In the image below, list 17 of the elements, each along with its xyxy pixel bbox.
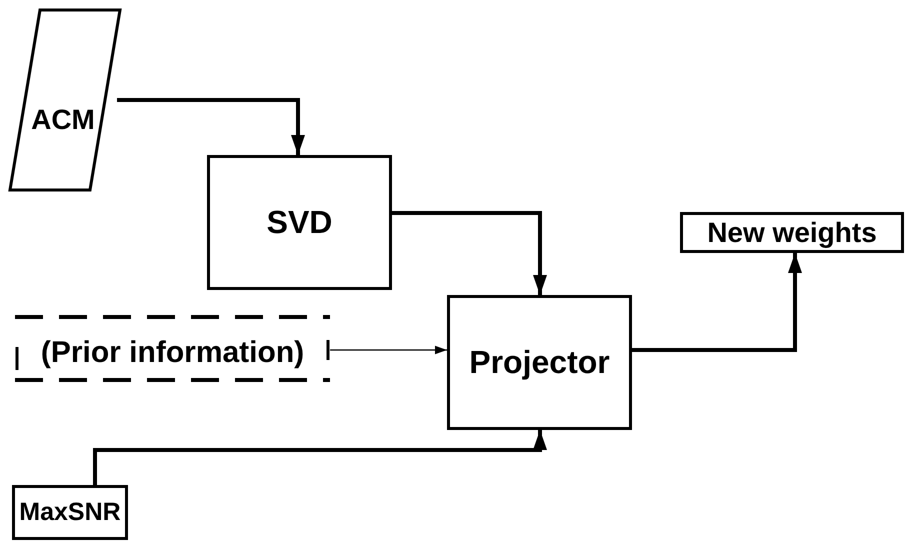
- data-parallelogram: [8, 8, 122, 192]
- process-box: [12, 485, 128, 540]
- node-label: Projector: [469, 344, 610, 381]
- process-box: [680, 212, 904, 253]
- arrow: [330, 346, 447, 354]
- process-box: [447, 295, 632, 430]
- arrow: [392, 211, 547, 295]
- arrow: [117, 98, 305, 155]
- node-label: New weights: [707, 216, 877, 248]
- node-label: MaxSNR: [19, 498, 121, 527]
- node-label: SVD: [266, 204, 332, 241]
- arrow: [93, 430, 547, 485]
- dashed-input-box: [15, 315, 330, 382]
- node-label: ACM: [31, 104, 95, 136]
- arrow: [632, 253, 802, 352]
- node-label: (Prior information): [40, 336, 304, 370]
- process-box: [207, 155, 392, 290]
